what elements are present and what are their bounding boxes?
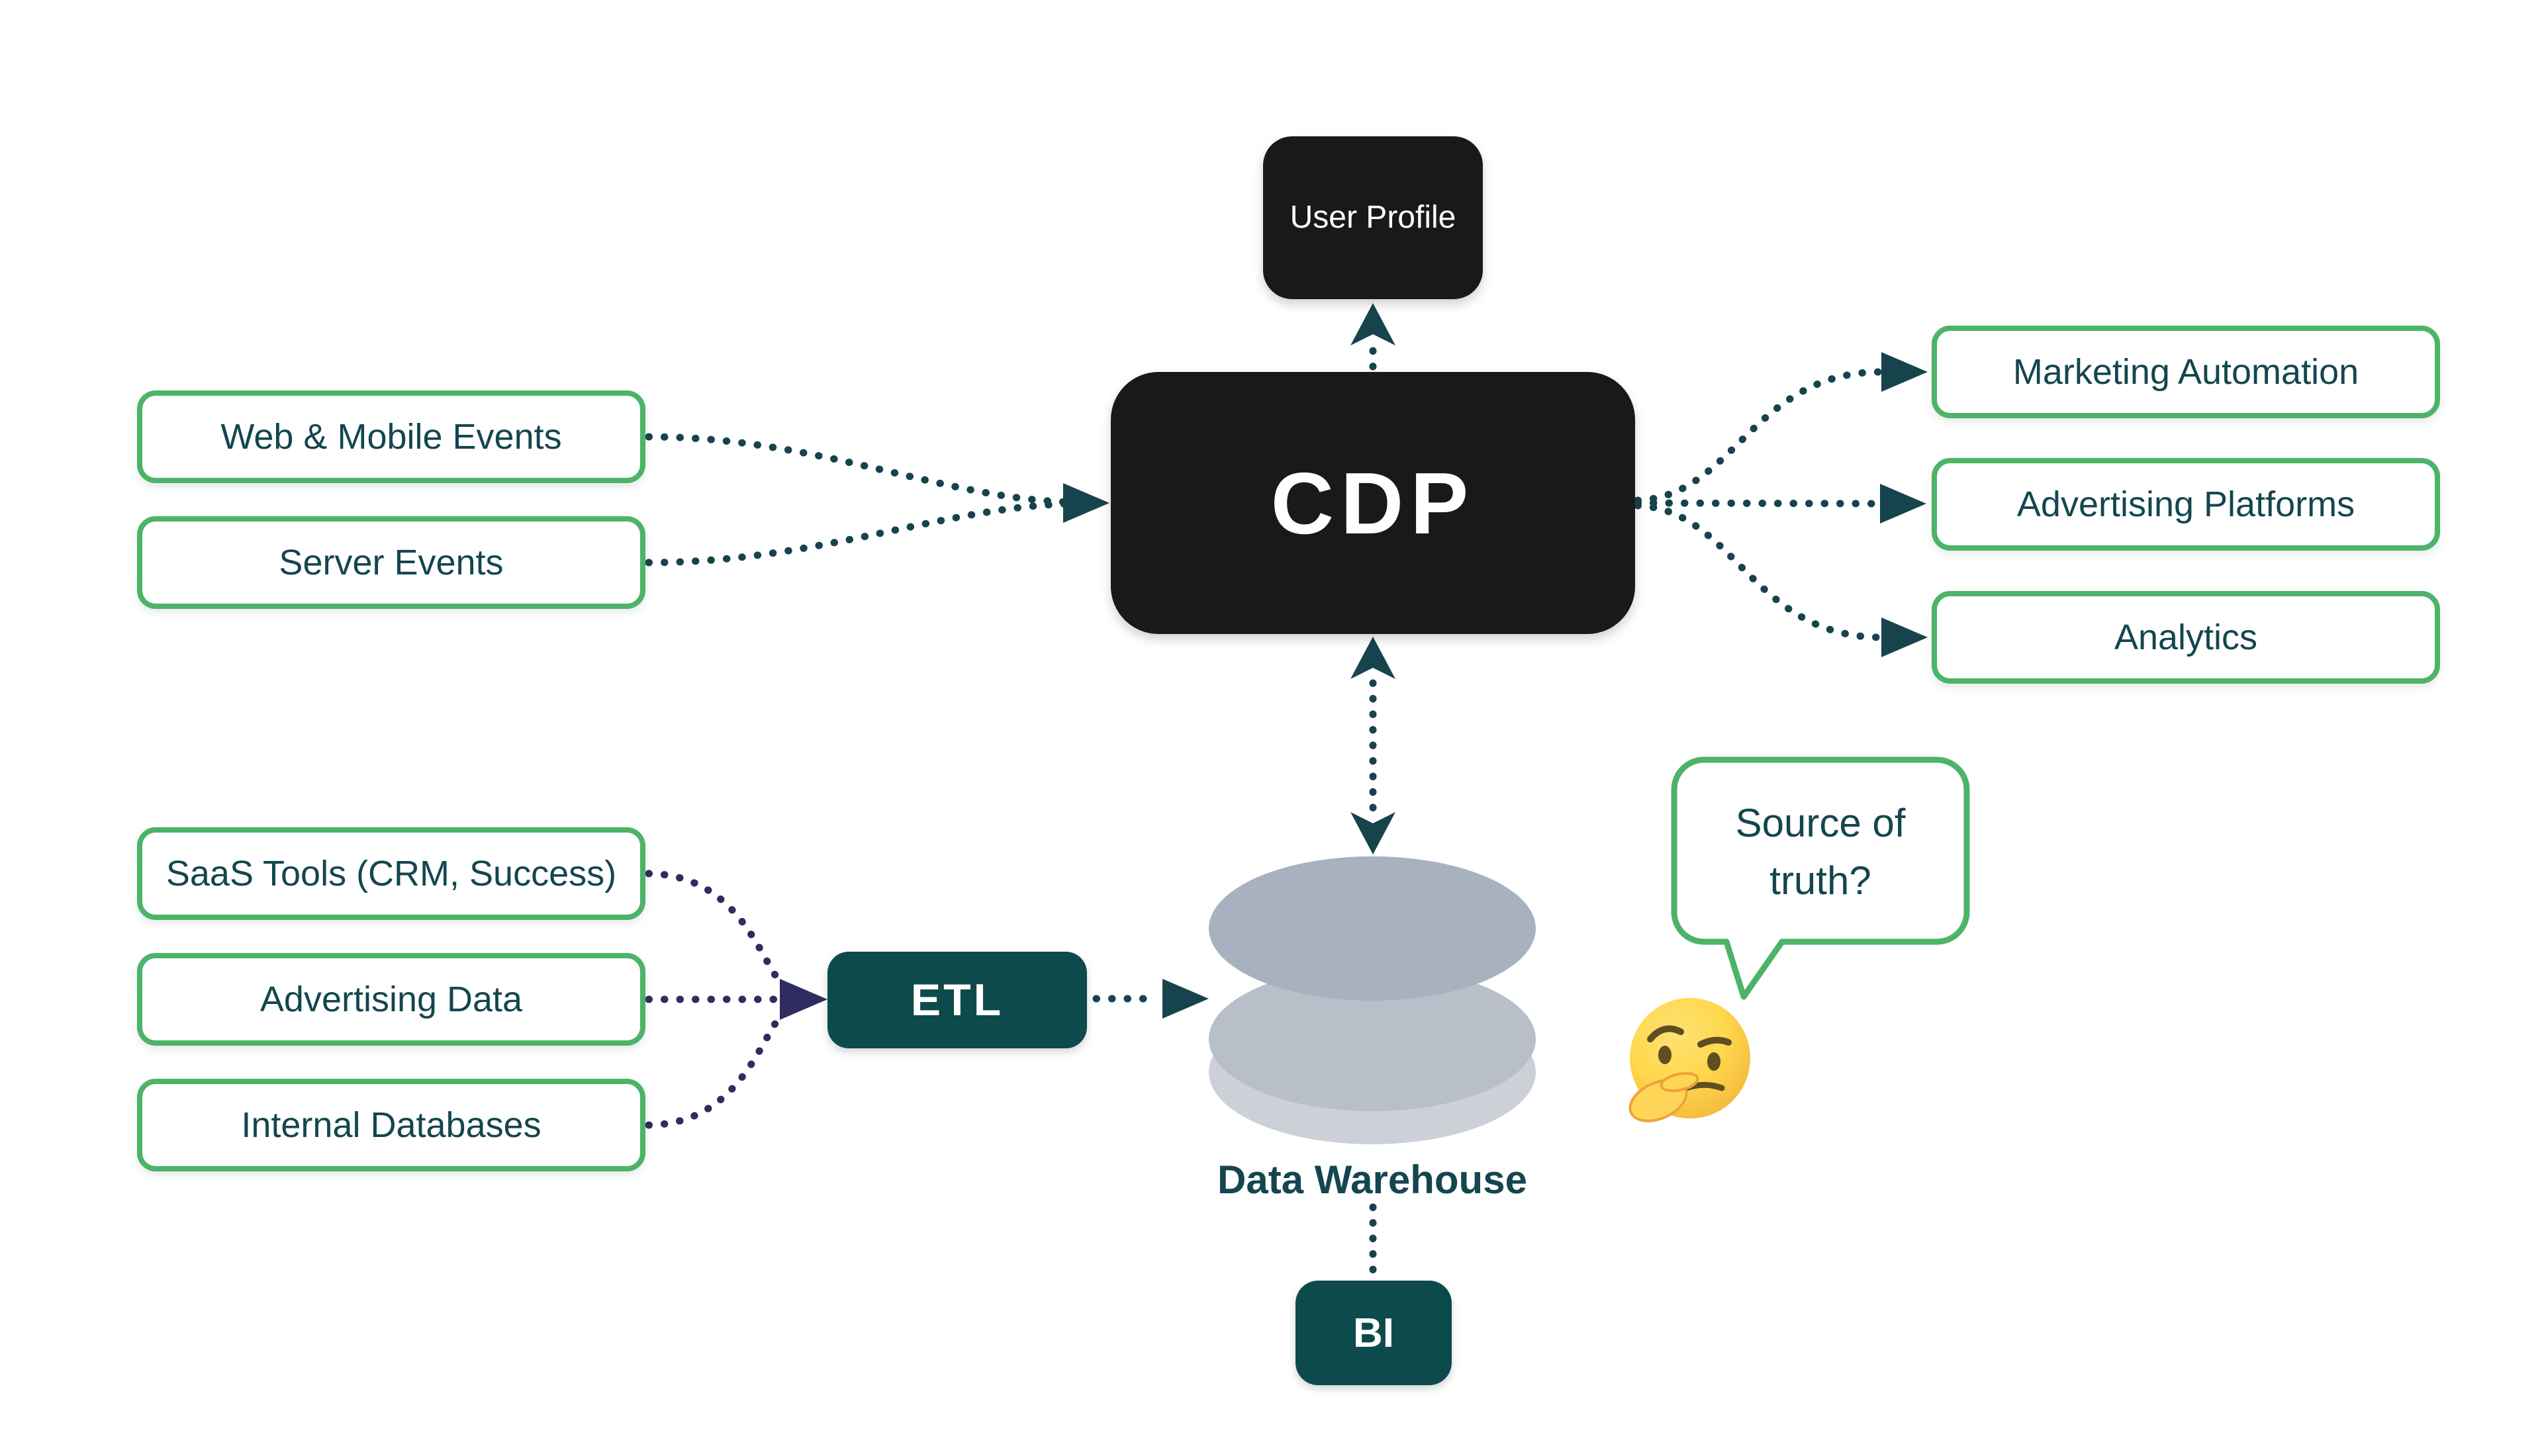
web-mobile-events-label: Web & Mobile Events [220,417,562,457]
bi-label: BI [1353,1310,1394,1356]
database-icon-layer-top [1209,856,1536,1001]
node-advertising-platforms: Advertising Platforms [1932,458,2440,551]
arrowhead-into-marketing [1881,352,1928,392]
arrowhead-up-into-cdp [1350,637,1395,679]
arrowhead-down-into-warehouse [1350,812,1395,854]
user-profile-label: User Profile [1290,199,1456,235]
emoji-eyebrow-right [1697,1036,1732,1048]
thinking-face-emoji-icon [1628,998,1750,1122]
arrowhead-up-user-profile [1350,303,1395,345]
advertising-data-label: Advertising Data [259,979,523,1019]
connector-server-to-cdp [645,500,1082,567]
node-cdp: CDP [1111,372,1635,634]
arrowhead-into-cdp-left [1063,483,1109,523]
connector-web-mobile-to-cdp [645,433,1082,506]
server-events-label: Server Events [279,543,504,582]
emoji-eye-right [1707,1052,1720,1071]
node-advertising-data: Advertising Data [137,953,645,1046]
arrowhead-into-etl [780,979,827,1020]
saas-tools-label: SaaS Tools (CRM, Success) [165,854,617,893]
internal-databases-label: Internal Databases [241,1105,541,1145]
analytics-label: Analytics [2114,617,2258,657]
node-saas-tools: SaaS Tools (CRM, Success) [137,827,645,920]
node-server-events: Server Events [137,516,645,609]
marketing-automation-label: Marketing Automation [2012,352,2359,392]
connector-cdp-to-adv-platforms [1634,499,1881,508]
connector-cdp-to-marketing [1634,368,1883,504]
emoji-eye-left [1658,1046,1671,1064]
node-analytics: Analytics [1932,591,2440,684]
node-web-mobile-events: Web & Mobile Events [137,390,645,483]
connector-cdp-to-analytics [1634,502,1883,641]
node-etl: ETL [827,952,1087,1048]
node-user-profile: User Profile [1263,136,1483,299]
arrowhead-into-analytics [1881,617,1928,657]
connector-internal-db-to-etl [645,1011,785,1129]
node-internal-databases: Internal Databases [137,1079,645,1171]
node-bi: BI [1295,1281,1452,1385]
cdp-label: CDP [1270,454,1476,552]
advertising-platforms-label: Advertising Platforms [2016,484,2355,524]
emoji-hand-finger [1660,1071,1699,1093]
speech-bubble-text: Source of truth? [1735,801,1906,903]
node-marketing-automation: Marketing Automation [1932,326,2440,418]
arrowhead-into-adv-platforms [1880,484,1926,523]
data-warehouse-label: Data Warehouse [1217,1158,1527,1202]
emoji-eyebrow-left [1647,1025,1684,1042]
connector-saas-to-etl [645,870,785,987]
arrowhead-into-warehouse-left [1162,979,1209,1019]
etl-label: ETL [910,975,1004,1025]
